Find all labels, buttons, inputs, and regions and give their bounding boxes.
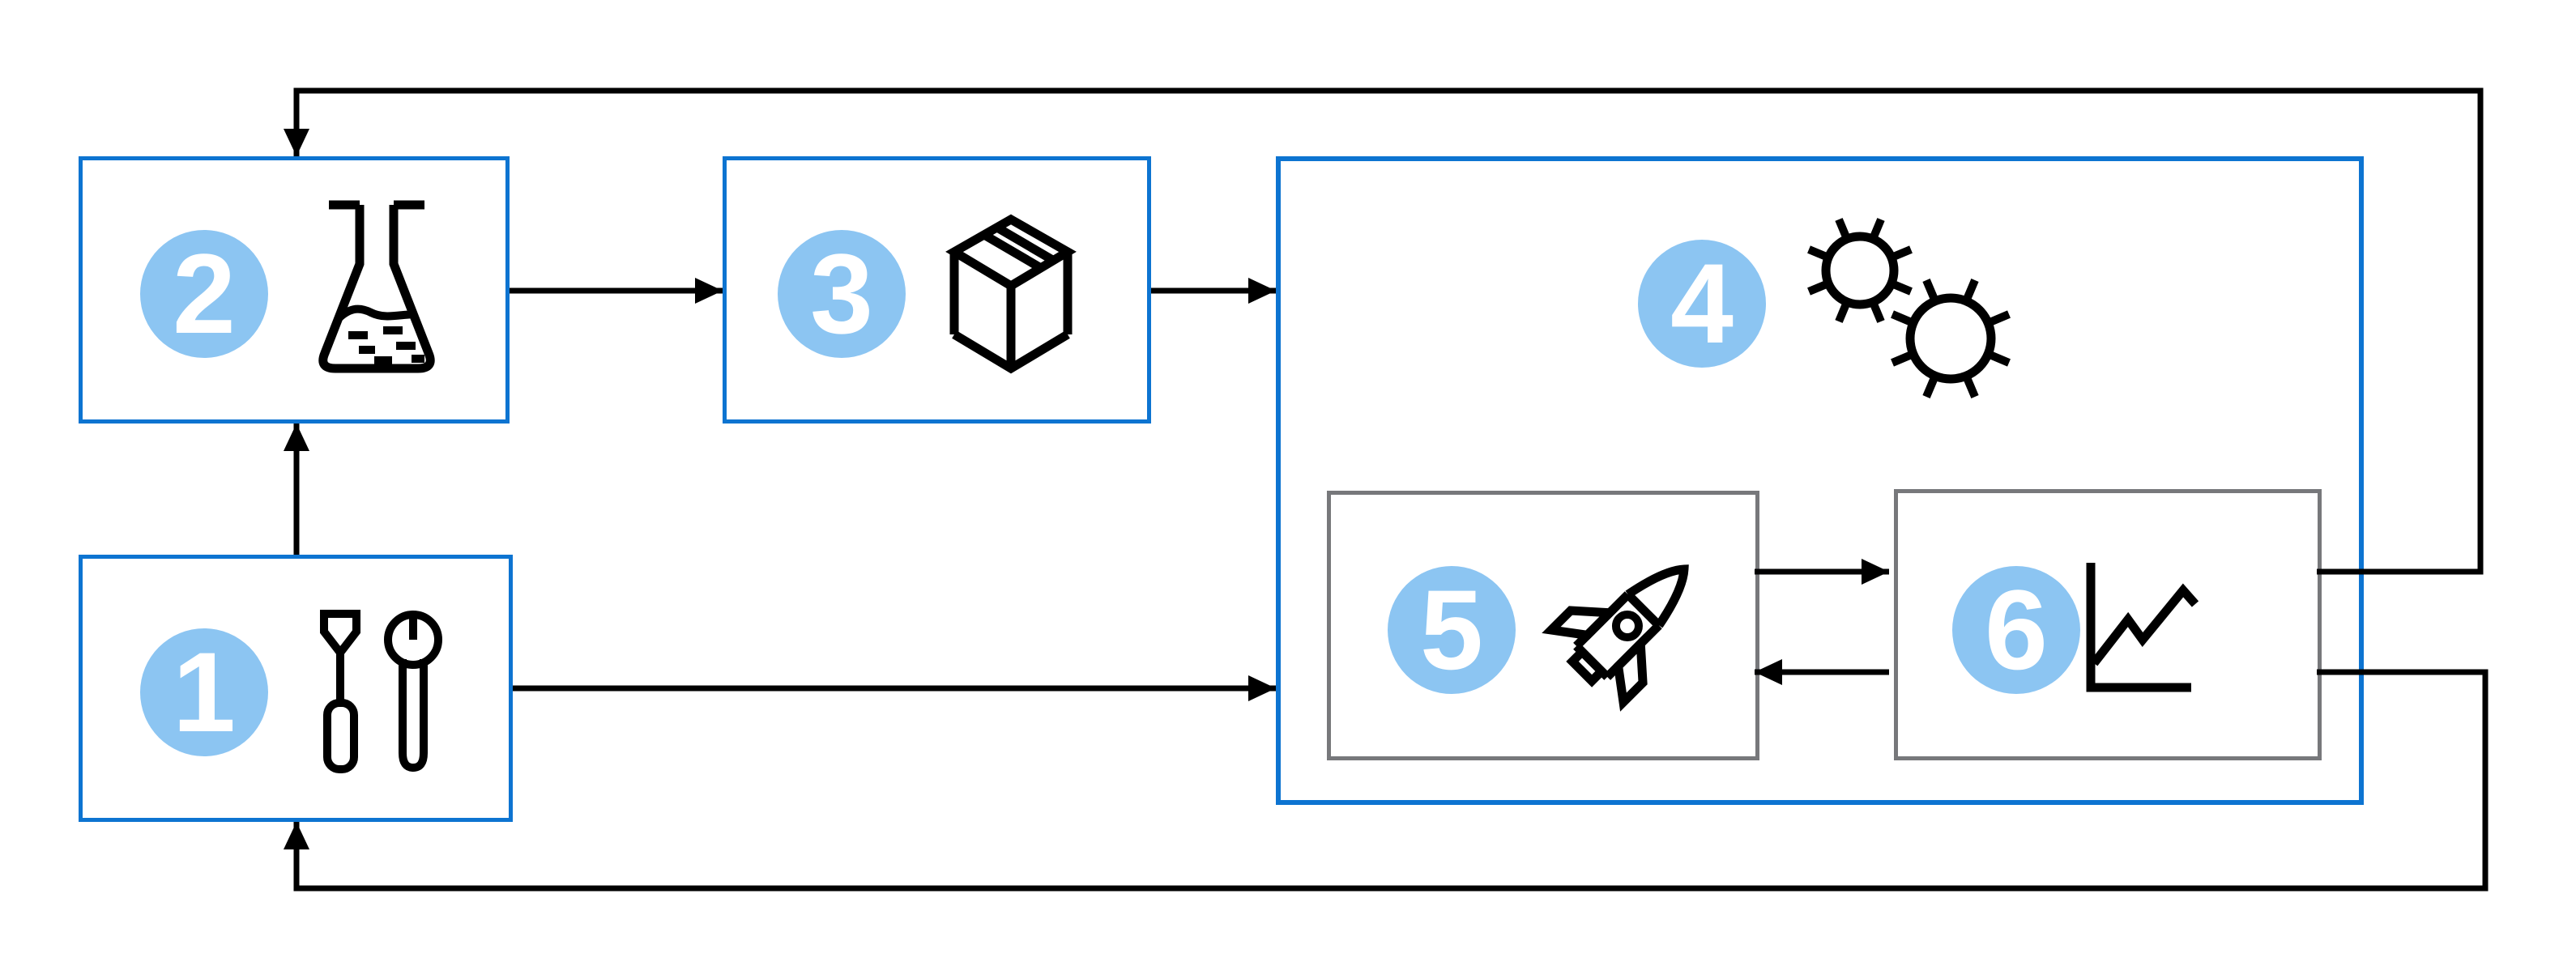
node-1-number: 1 [173, 628, 236, 756]
node-2-number: 2 [173, 230, 236, 357]
edge-6-to-2-feedback-arrowhead [284, 129, 309, 156]
node-6-number: 6 [1985, 566, 2048, 693]
number-badge-5: 5 [1388, 566, 1516, 694]
number-badge-6: 6 [1952, 566, 2080, 694]
node-3-number: 3 [810, 230, 873, 357]
node-5-number: 5 [1420, 566, 1483, 693]
edge-3-to-4-arrowhead [1248, 278, 1276, 304]
number-badge-4: 4 [1638, 240, 1766, 368]
node-4: 4 5 [1276, 156, 2364, 805]
edge-1-to-4-arrowhead [1248, 675, 1276, 701]
node-6: 6 [1894, 489, 2322, 760]
edge-6-to-1-feedback-arrowhead [284, 822, 309, 849]
flask-icon [308, 199, 446, 385]
node-4-number: 4 [1670, 240, 1734, 367]
node-3: 3 [723, 156, 1151, 424]
chart-icon [2068, 556, 2214, 702]
edge-2-to-3-arrowhead [695, 278, 723, 304]
tools-icon [301, 606, 455, 776]
edge-1-to-2-arrowhead [284, 424, 309, 451]
rocket-icon [1530, 537, 1717, 723]
number-badge-2: 2 [140, 230, 268, 358]
node-2: 2 [79, 156, 510, 424]
node-1: 1 [79, 555, 513, 822]
number-badge-3: 3 [778, 230, 906, 358]
virus-icon [1771, 181, 2014, 416]
node-5: 5 [1327, 491, 1759, 760]
package-icon [942, 213, 1080, 375]
number-badge-1: 1 [140, 628, 268, 756]
